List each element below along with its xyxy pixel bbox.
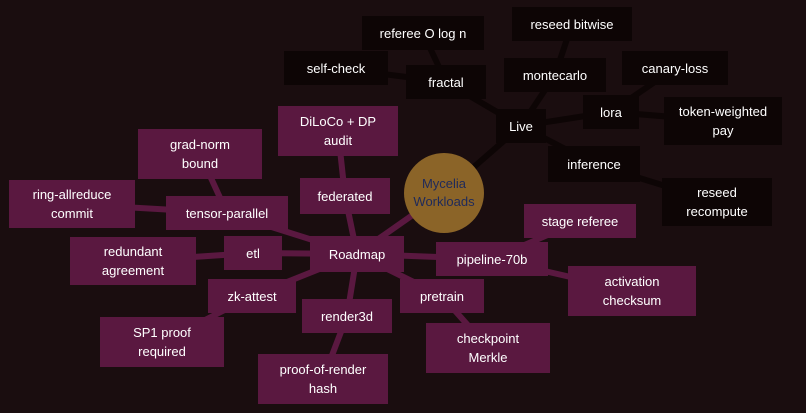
node-reseed-bitwise[interactable]: reseed bitwise [512, 7, 632, 41]
node-zk-attest[interactable]: zk-attest [208, 279, 296, 313]
node-activation-checksum[interactable]: activation checksum [568, 266, 696, 316]
node-federated[interactable]: federated [300, 178, 390, 214]
node-etl[interactable]: etl [224, 236, 282, 270]
node-checkpoint-merkle[interactable]: checkpoint Merkle [426, 323, 550, 373]
node-stage-referee[interactable]: stage referee [524, 204, 636, 238]
node-ring-allreduce-commit[interactable]: ring-allreduce commit [9, 180, 135, 228]
node-token-weighted-pay[interactable]: token-weighted pay [664, 97, 782, 145]
node-diloco-dp-audit[interactable]: DiLoCo + DP audit [278, 106, 398, 156]
node-pipeline-70b[interactable]: pipeline-70b [436, 242, 548, 276]
node-proof-of-render-hash[interactable]: proof-of-render hash [258, 354, 388, 404]
node-live[interactable]: Live [496, 109, 546, 143]
node-tensor-parallel[interactable]: tensor-parallel [166, 196, 288, 230]
node-montecarlo[interactable]: montecarlo [504, 58, 606, 92]
node-pretrain[interactable]: pretrain [400, 279, 484, 313]
node-referee-o-log-n[interactable]: referee O log n [362, 16, 484, 50]
node-redundant-agreement[interactable]: redundant agreement [70, 237, 196, 285]
node-fractal[interactable]: fractal [406, 65, 486, 99]
node-canary-loss[interactable]: canary-loss [622, 51, 728, 85]
node-grad-norm-bound[interactable]: grad-norm bound [138, 129, 262, 179]
node-inference[interactable]: inference [548, 146, 640, 182]
node-render3d[interactable]: render3d [302, 299, 392, 333]
node-mycelia-workloads[interactable]: Mycelia Workloads [404, 153, 484, 233]
node-lora[interactable]: lora [583, 95, 639, 129]
node-self-check[interactable]: self-check [284, 51, 388, 85]
node-sp1-proof-required[interactable]: SP1 proof required [100, 317, 224, 367]
node-roadmap[interactable]: Roadmap [310, 236, 404, 272]
node-reseed-recompute[interactable]: reseed recompute [662, 178, 772, 226]
